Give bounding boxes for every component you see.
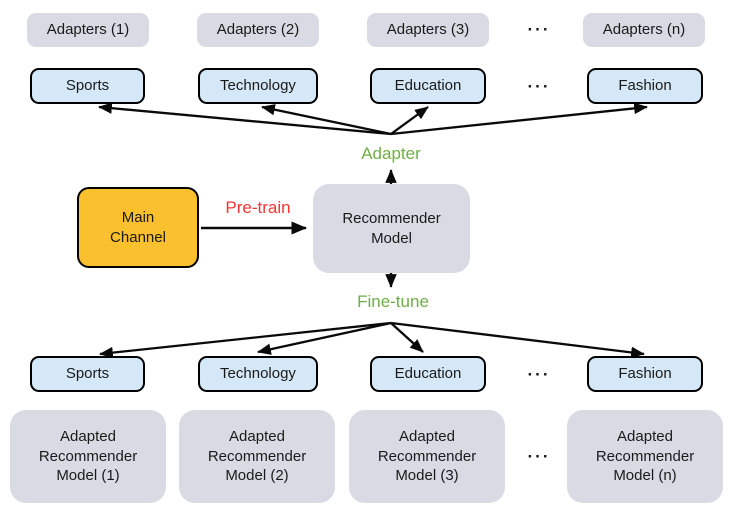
adapter-label: Adapter bbox=[361, 144, 421, 163]
adapted-models-ellipsis: ··· bbox=[527, 447, 551, 466]
adapted-model-3-box: Adapted Recommender Model (3) bbox=[349, 410, 505, 503]
bottom-education-box: Education bbox=[370, 356, 486, 392]
main-channel-box: Main Channel bbox=[77, 187, 199, 268]
recommender-model-box: Recommender Model bbox=[313, 184, 470, 273]
arrow-finetune-to-fashion-education bbox=[390, 322, 424, 353]
bottom-domains-ellipsis: ··· bbox=[527, 365, 551, 384]
adapted-model-2-box: Adapted Recommender Model (2) bbox=[179, 410, 335, 503]
adapters-ellipsis: ··· bbox=[527, 20, 551, 39]
adapted-model-1-box: Adapted Recommender Model (1) bbox=[10, 410, 166, 503]
top-technology-box: Technology bbox=[198, 68, 318, 104]
adapters-3-box: Adapters (3) bbox=[367, 13, 489, 47]
adapted-model-n-box: Adapted Recommender Model (n) bbox=[567, 410, 723, 503]
arrow-adapter-to-education bbox=[390, 106, 429, 135]
arrow-adapter-to-technology bbox=[261, 104, 392, 136]
arrow-adapter-to-sports bbox=[98, 102, 392, 136]
top-domains-ellipsis: ··· bbox=[527, 77, 551, 96]
top-fashion-box: Fashion bbox=[587, 68, 703, 104]
pretrain-label: Pre-train bbox=[225, 198, 291, 217]
arrow-finetune-to-fashion bbox=[390, 321, 645, 359]
bottom-fashion-box: Fashion bbox=[587, 356, 703, 392]
top-sports-box: Sports bbox=[30, 68, 145, 104]
arrow-finetune-to-sports bbox=[99, 321, 392, 359]
top-education-box: Education bbox=[370, 68, 486, 104]
adapters-1-box: Adapters (1) bbox=[27, 13, 149, 47]
bottom-sports-box: Sports bbox=[30, 356, 145, 392]
bottom-technology-box: Technology bbox=[198, 356, 318, 392]
arrow-finetune-to-technology bbox=[257, 321, 392, 355]
finetune-label: Fine-tune bbox=[357, 292, 429, 311]
arrow-adapter-to-fashion bbox=[390, 102, 648, 136]
adapters-2-box: Adapters (2) bbox=[197, 13, 319, 47]
adapters-n-box: Adapters (n) bbox=[583, 13, 705, 47]
